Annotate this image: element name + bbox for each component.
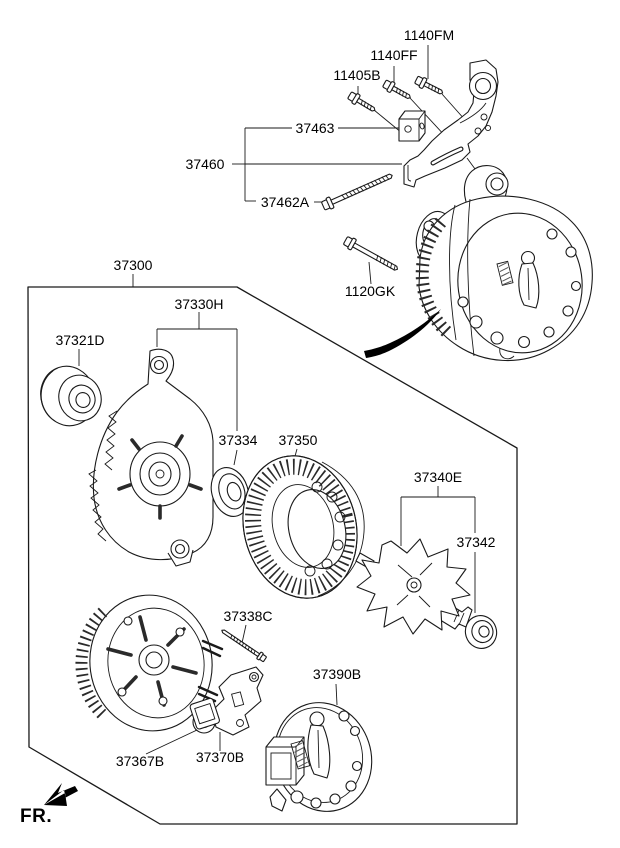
rotor-drawing [355,538,473,635]
bolt-37462A-drawing [321,173,393,211]
stator-drawing [242,455,365,599]
front-bracket-drawing [88,348,214,567]
pulley-drawing [40,365,102,427]
bolt-1140FF-drawing [382,79,411,99]
front-direction-marker: FR. [20,783,78,827]
callout-labels: 1140FM 1140FF 11405B 37463 37460 37462A … [55,27,495,769]
bolt-11405B-drawing [347,91,376,112]
callout-1140FM[interactable]: 1140FM [404,27,454,43]
callout-37330H[interactable]: 37330H [174,296,223,312]
callout-37390B[interactable]: 37390B [313,666,361,682]
callout-37367B[interactable]: 37367B [116,753,164,769]
callout-37334[interactable]: 37334 [219,432,258,448]
callout-37350[interactable]: 37350 [279,432,318,448]
callout-37321D[interactable]: 37321D [55,332,104,348]
mounting-bracket-drawing [403,59,499,188]
front-direction-arrow-icon [44,783,78,806]
bolt-1140FM-drawing [414,75,444,95]
alternator-assembly-drawing [415,165,593,362]
callout-1120GK[interactable]: 1120GK [345,283,396,299]
callout-37462A[interactable]: 37462A [261,194,310,210]
nut-block-drawing [398,110,426,142]
rear-cover-drawing [265,702,373,812]
callout-11405B[interactable]: 11405B [333,67,380,83]
bolt-37338C-drawing [221,629,267,663]
callout-37338C[interactable]: 37338C [223,608,272,624]
front-marker-label: FR. [20,806,52,827]
callout-37460[interactable]: 37460 [186,156,225,172]
callout-37463[interactable]: 37463 [296,120,335,136]
rear-bearing-drawing [464,615,498,649]
regulator-drawing [189,666,264,736]
callout-37300[interactable]: 37300 [114,257,153,273]
callout-37342[interactable]: 37342 [457,534,496,550]
bolt-1120GK-drawing [343,236,399,271]
front-bearing-drawing [210,467,250,517]
rectifier-drawing [75,594,224,734]
callout-leader-lines [78,45,487,755]
callout-37340E[interactable]: 37340E [414,469,462,485]
parts-group-box [27,286,518,825]
callout-37370B[interactable]: 37370B [196,749,244,765]
callout-1140FF[interactable]: 1140FF [370,47,417,63]
reference-arrow-swoosh [364,309,441,358]
